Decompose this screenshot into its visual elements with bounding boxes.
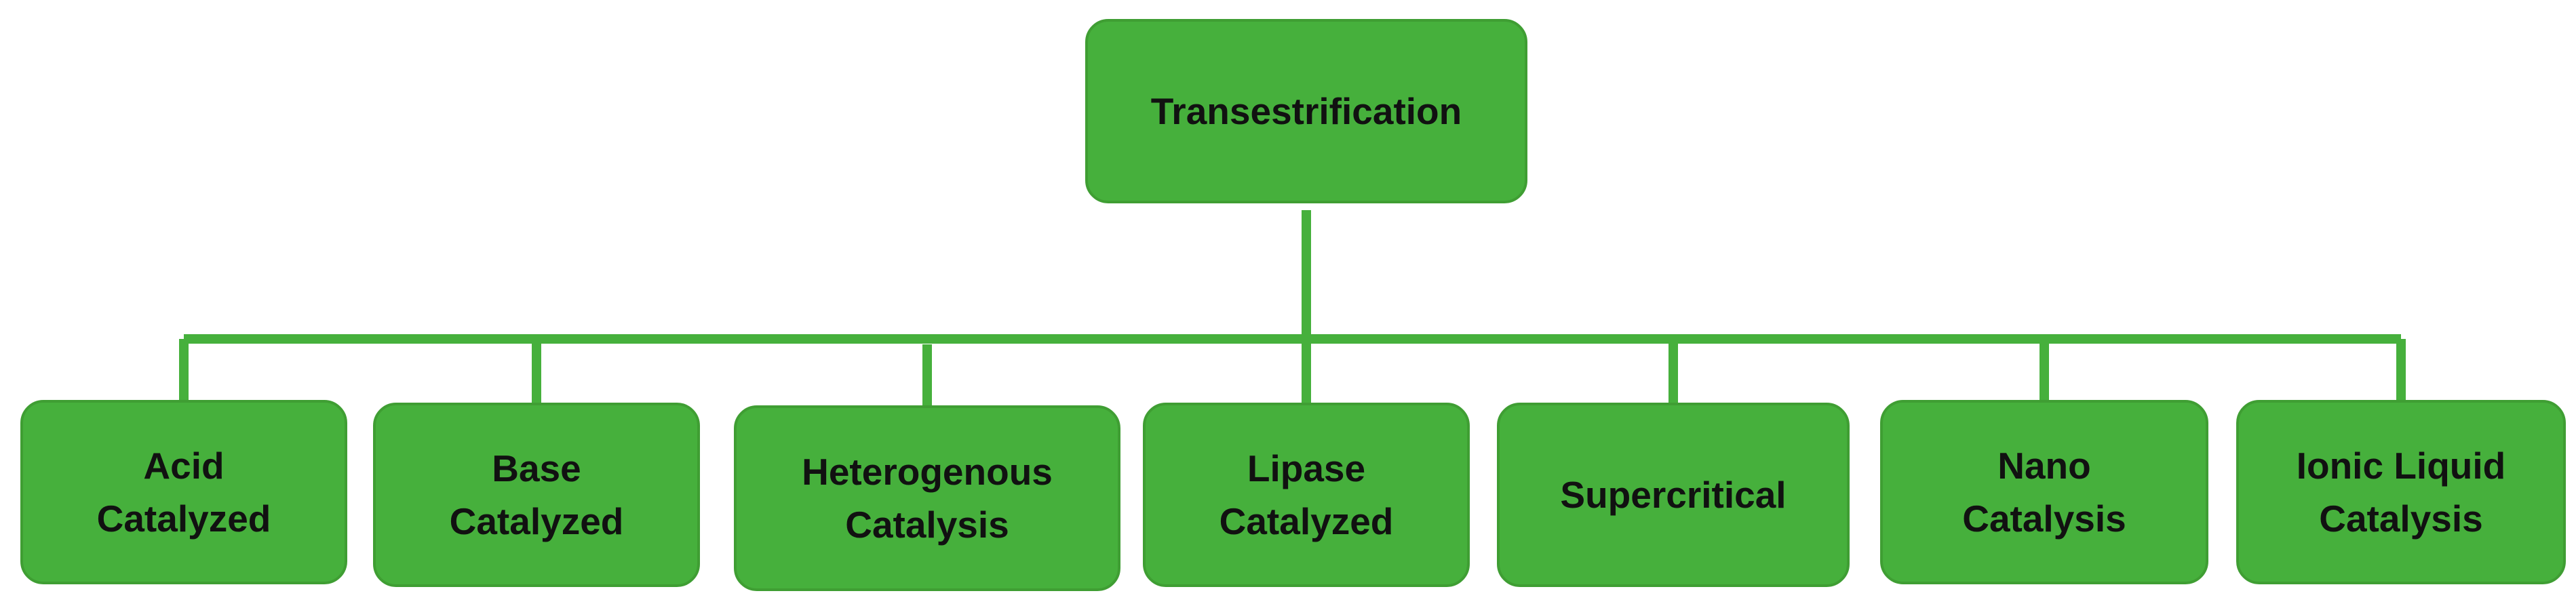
- child-node-ionic-liquid-catalysis: Ionic Liquid Catalysis: [2236, 400, 2566, 584]
- child-node-acid-catalyzed: Acid Catalyzed: [20, 400, 347, 584]
- child-node-nano-catalysis: Nano Catalysis: [1880, 400, 2208, 584]
- child-node-base-catalyzed: Base Catalyzed: [373, 403, 700, 587]
- root-node-transestrification: Transestrification: [1085, 19, 1527, 203]
- child-node-heterogenous-catalysis: Heterogenous Catalysis: [734, 405, 1120, 591]
- child-node-supercritical: Supercritical: [1497, 403, 1850, 587]
- child-node-lipase-catalyzed: Lipase Catalyzed: [1143, 403, 1470, 587]
